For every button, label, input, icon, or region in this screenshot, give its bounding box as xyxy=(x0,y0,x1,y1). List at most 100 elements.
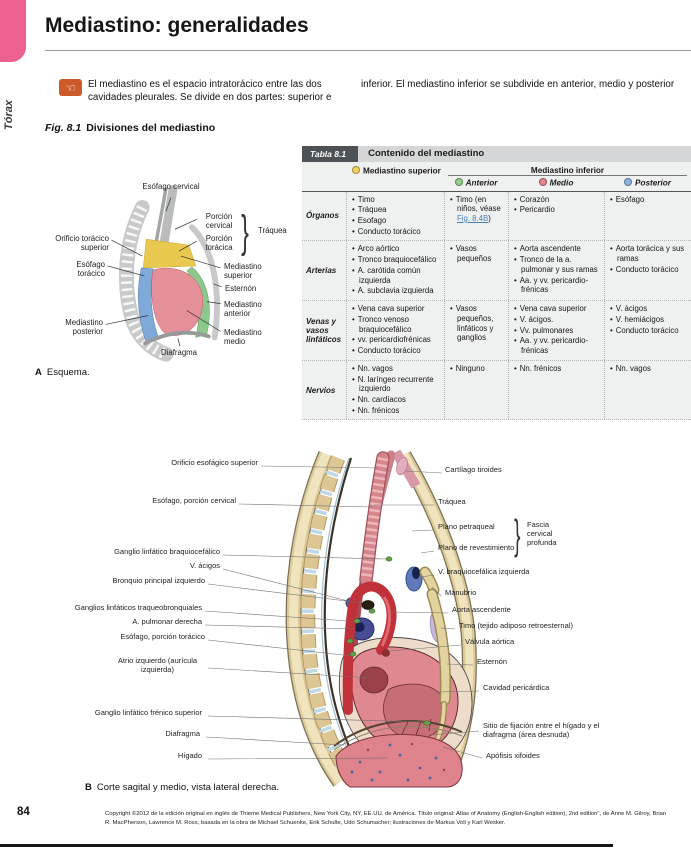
cell-item: Conducto torácico xyxy=(610,265,688,275)
label-esofago-cervical: Esófago cervical xyxy=(142,182,200,191)
cell-nervios-superior: Nn. vagosN. laríngeo recurrente izquierd… xyxy=(346,360,444,420)
aorta-highlight xyxy=(380,596,391,647)
liver xyxy=(335,733,463,788)
label-plano-revestimiento: Plano de revestimiento xyxy=(438,543,515,552)
right-leader-lines xyxy=(374,470,483,759)
chapter-tab-label: Tórax xyxy=(3,100,15,130)
col-header-medio-label: Medio xyxy=(549,178,574,188)
cell-item: Conducto torácico xyxy=(352,227,441,237)
table-header: Mediastino superior Mediastino inferior … xyxy=(302,162,691,192)
fig2-caption-letter: B xyxy=(85,782,92,793)
cell-nervios-anterior: Ninguno xyxy=(444,360,508,420)
cell-item: A. subclavia izquierda xyxy=(352,286,441,296)
fig1-diagram: Esófago cervical Porción cervical Porció… xyxy=(45,140,300,378)
cell-item: V. ácigos. xyxy=(514,315,601,325)
col-header-anterior: Anterior xyxy=(444,176,508,191)
cell-item: Vasos pequeños xyxy=(450,244,505,263)
vertebrae-stripes xyxy=(120,204,169,360)
spinal-cord xyxy=(323,457,363,776)
label-cavidad-pericardica: Cavidad pericárdica xyxy=(483,683,550,692)
cell-item: Aa. y vv. pericardio-frénicas xyxy=(514,336,601,355)
cell-item: vv. pericardiofrénicas xyxy=(352,335,441,345)
lymph-nodes xyxy=(346,556,431,726)
label-plano-petraqueal: Plano petraqueal xyxy=(438,522,495,531)
label-timo: Timo (tejido adiposo retroesternal) xyxy=(459,621,573,630)
table-row-arterias: Arterias Arco aórticoTronco braquiocefál… xyxy=(302,240,691,301)
aorta xyxy=(342,581,397,715)
page-title: Mediastino: generalidades xyxy=(45,14,309,37)
row-label: Órganos xyxy=(306,211,339,221)
label-orificio-toracico: Orificio torácico superior xyxy=(55,234,109,253)
cell-venas-anterior: Vasos pequeños, linfáticos y ganglios xyxy=(444,301,508,360)
cell-item: A. carótida común izquierda xyxy=(352,266,441,285)
intro-text-col2: inferior. El mediastino inferior se subd… xyxy=(361,79,675,90)
label-mediastino-medio: Mediastino medio xyxy=(224,328,262,347)
label-cartilago-tiroides: Cartílago tiroides xyxy=(445,465,502,474)
cell-item: Timo (en niños, véase Fig. 8.4B) xyxy=(450,195,505,224)
cell-organos-superior: TimoTráqueaEsofagoConducto torácico xyxy=(346,191,444,241)
table-titlebar: Tabla 8.1 Contenido del mediastino xyxy=(302,146,691,162)
cell-organos-medio: CorazónPericardio xyxy=(508,191,604,241)
vertebrae xyxy=(301,455,356,782)
medio-dot-icon xyxy=(538,178,547,186)
intro-text-col1: El mediastino es el espacio intratorácic… xyxy=(88,79,332,104)
cell-venas-superior: Vena cava superiorTronco venoso braquioc… xyxy=(346,301,444,360)
label-sitio-fijacion: Sitio de fijación entre el hígado y el d… xyxy=(483,721,600,739)
cell-item: Aorta ascendente xyxy=(514,244,601,254)
label-a-pulmonar-derecha: A. pulmonar derecha xyxy=(132,617,202,626)
label-higado: Hígado xyxy=(177,751,202,760)
table-title: Contenido del mediastino xyxy=(358,146,691,162)
cell-item: Esofago xyxy=(352,216,441,226)
col-header-mediastino-superior: Mediastino superior xyxy=(346,162,444,191)
fig1-title: Divisiones del mediastino xyxy=(86,122,216,134)
row-label: Arterias xyxy=(306,266,337,276)
cell-item: N. laríngeo recurrente izquierdo xyxy=(352,375,441,394)
table-contenido-mediastino: Tabla 8.1 Contenido del mediastino Media… xyxy=(302,146,691,421)
label-ganglio-frenico: Ganglio linfático frénico superior xyxy=(94,708,202,717)
fig-8-4b-link[interactable]: Fig. 8.4B xyxy=(457,213,489,223)
table-row-nervios: Nervios Nn. vagosN. laríngeo recurrente … xyxy=(302,359,691,421)
label-manubrio: Manubrio xyxy=(445,588,477,597)
intervertebral-discs xyxy=(301,455,356,782)
label-valvula-aortica: Válvula aórtica xyxy=(465,637,515,646)
cell-arterias-posterior: Aorta torácica y sus ramasConducto torác… xyxy=(604,241,691,301)
label-ganglio-braquiocefalico: Ganglio linfático braquiocefálico xyxy=(114,547,220,556)
label-traquea: Tráquea xyxy=(258,226,287,235)
cell-item: Corazón xyxy=(514,195,601,205)
label-esternon: Esternón xyxy=(225,284,257,293)
brace-icon xyxy=(514,513,520,560)
cell-venas-posterior: V. ácigosV. hemiácigosConducto torácico xyxy=(604,301,691,360)
posterior-dot-icon xyxy=(624,178,633,186)
col-group-mediastino-inferior: Mediastino inferior xyxy=(448,162,687,176)
cell-venas-medio: Vena cava superiorV. ácigos.Vv. pulmonar… xyxy=(508,301,604,360)
row-label: Nervios xyxy=(306,385,336,395)
cell-arterias-medio: Aorta ascendenteTronco de la a. pulmonar… xyxy=(508,241,604,301)
chapter-tab xyxy=(0,0,26,62)
cell-item: Arco aórtico xyxy=(352,244,441,254)
col-header-posterior-label: Posterior xyxy=(635,178,671,188)
label-orificio-esofagico: Orificio esofágico superior xyxy=(171,458,258,467)
anterior-dot-icon xyxy=(454,178,463,186)
row-label: Venas y vasos linfáticos xyxy=(306,316,342,344)
label-traquea-b: Tráquea xyxy=(438,497,466,506)
cell-item: Nn. cardíacos xyxy=(352,395,441,405)
cell-item: Nn. frénicos xyxy=(352,406,441,416)
ventricle xyxy=(383,683,446,740)
region-mediastino-medio xyxy=(151,268,203,336)
left-atrium xyxy=(359,666,389,694)
col-header-posterior: Posterior xyxy=(604,176,691,191)
cell-item: Vv. pulmonares xyxy=(514,326,601,336)
table-tag: Tabla 8.1 xyxy=(302,146,359,162)
cell-item: V. ácigos xyxy=(610,304,688,314)
label-bronquio-izquierdo: Bronquio principal izquierdo xyxy=(112,576,205,585)
cell-item: Vasos pequeños, linfáticos y ganglios xyxy=(450,304,505,343)
cell-organos-anterior: Timo (en niños, véase Fig. 8.4B) xyxy=(444,191,508,241)
label-ganglios-traqueobronquiales: Ganglios linfáticos traqueobronquiales xyxy=(74,603,202,612)
cell-nervios-posterior: Nn. vagos xyxy=(604,360,691,420)
label-aorta-ascendente: Aorta ascendente xyxy=(452,605,511,614)
col-header-anterior-label: Anterior xyxy=(465,178,498,188)
trachea xyxy=(360,452,389,586)
cell-item: Nn. vagos xyxy=(610,364,688,374)
